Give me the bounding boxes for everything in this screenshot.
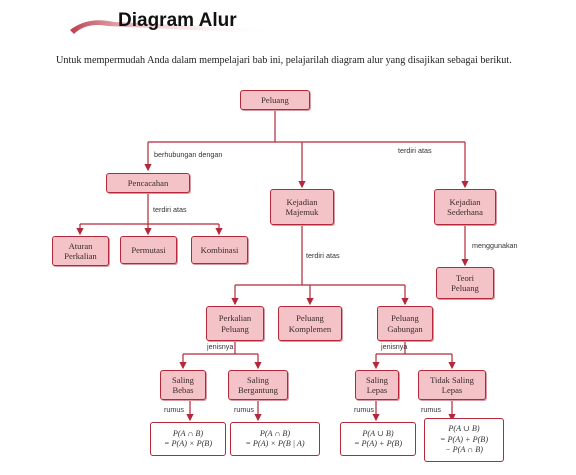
label-rumus: rumus: [354, 405, 374, 414]
node-aturan-perkalian: Aturan Perkalian: [52, 236, 109, 266]
label-terdiri-atas: terdiri atas: [398, 146, 432, 155]
label-menggunakan: menggunakan: [472, 241, 518, 250]
formula-saling-bebas: P(A ∩ B) = P(A) × P(B): [150, 422, 226, 456]
node-teori-peluang: Teori Peluang: [436, 267, 494, 299]
label-rumus: rumus: [164, 405, 184, 414]
node-saling-bebas: Saling Bebas: [160, 370, 206, 400]
label-terdiri-atas: terdiri atas: [153, 205, 187, 214]
node-peluang-komplemen: Peluang Komplemen: [278, 306, 342, 341]
heading-swoosh-icon: [70, 20, 278, 34]
formula-saling-bergantung: P(A ∩ B) = P(A) × P(B | A): [230, 422, 320, 456]
label-jenisnya: jenisnya: [381, 342, 408, 351]
node-permutasi: Permutasi: [120, 236, 177, 264]
page-title: Diagram Alur: [118, 10, 237, 31]
node-kombinasi: Kombinasi: [191, 236, 248, 264]
intro-paragraph: Untuk mempermudah Anda dalam mempelajari…: [56, 55, 512, 66]
formula-saling-lepas: P(A ∪ B) = P(A) + P(B): [340, 422, 416, 456]
label-rumus: rumus: [234, 405, 254, 414]
label-jenisnya: jenisnya: [207, 342, 234, 351]
node-peluang: Peluang: [240, 90, 310, 110]
label-berhubungan-dengan: berhubungan dengan: [154, 150, 223, 159]
node-peluang-gabungan: Peluang Gabungan: [377, 306, 433, 341]
node-perkalian-peluang: Perkalian Peluang: [206, 306, 264, 341]
node-pencacahan: Pencacahan: [106, 173, 190, 193]
label-rumus: rumus: [421, 405, 441, 414]
node-saling-bergantung: Saling Bergantung: [228, 370, 288, 400]
node-saling-lepas: Saling Lepas: [355, 370, 399, 400]
node-kejadian-sederhana: Kejadian Sederhana: [434, 189, 496, 225]
label-terdiri-atas: terdiri atas: [306, 251, 340, 260]
formula-tidak-saling-lepas: P(A ∪ B) = P(A) + P(B) − P(A ∩ B): [424, 418, 504, 462]
node-tidak-saling-lepas: Tidak Saling Lepas: [418, 370, 486, 400]
node-kejadian-majemuk: Kejadian Majemuk: [270, 189, 334, 225]
